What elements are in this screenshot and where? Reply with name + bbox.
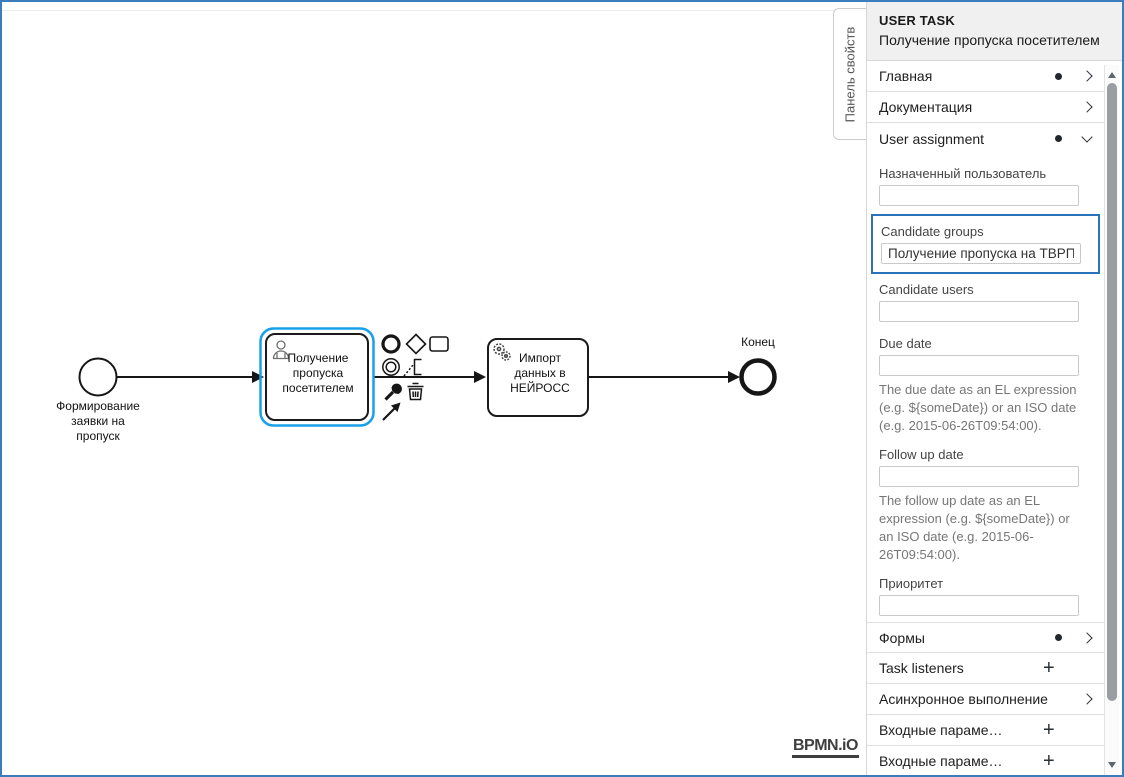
follow-up-date-input[interactable]	[879, 466, 1079, 487]
append-gateway-icon[interactable]	[405, 333, 427, 355]
group-input-parameters-1[interactable]: Входные параме… +	[867, 715, 1104, 746]
group-user-assignment-label: User assignment	[879, 130, 985, 147]
selection-outline	[259, 327, 375, 427]
svg-text:Получение: Получение	[288, 351, 349, 365]
svg-text:посетителем: посетителем	[282, 381, 353, 395]
filled-dot-icon	[1055, 634, 1062, 641]
append-text-annotation-icon[interactable]	[403, 358, 422, 377]
candidate-groups-input[interactable]	[881, 243, 1081, 264]
panel-scrollbar[interactable]	[1104, 65, 1119, 775]
candidate-users-label: Candidate users	[879, 282, 974, 297]
sequence-flow-3[interactable]	[588, 371, 740, 383]
group-async[interactable]: Асинхронное выполнение	[867, 684, 1104, 715]
group-documentation[interactable]: Документация	[867, 92, 1104, 123]
properties-panel: USER TASK Получение пропуска посетителем…	[866, 2, 1122, 775]
candidate-groups-highlight: Candidate groups	[871, 214, 1100, 274]
sequence-flow-2[interactable]	[373, 371, 486, 383]
priority-label: Приоритет	[879, 576, 944, 591]
service-task-icon	[493, 343, 511, 361]
svg-text:Импорт: Импорт	[519, 351, 561, 365]
due-date-input[interactable]	[879, 355, 1079, 376]
user-task-label: Получение пропуска посетителем	[282, 351, 353, 395]
filled-dot-icon	[1055, 72, 1062, 80]
user-task[interactable]: Получение пропуска посетителем	[259, 327, 375, 427]
bpmnio-logo[interactable]: BPMN.iO	[792, 737, 859, 758]
start-event-label: Формирование заявки на пропуск	[56, 399, 140, 443]
element-type-label: USER TASK	[879, 13, 955, 28]
group-async-label: Асинхронное выполнение	[879, 691, 1048, 707]
assignee-label: Назначенный пользователь	[879, 166, 1047, 181]
scroll-up-icon[interactable]	[1108, 72, 1116, 78]
append-intermediate-event-icon[interactable]	[382, 358, 400, 376]
panel-header: USER TASK Получение пропуска посетителем	[867, 2, 1122, 61]
group-task-listeners-label: Task listeners	[879, 660, 964, 676]
svg-text:данных в: данных в	[514, 366, 565, 380]
connect-arrow-icon[interactable]	[382, 402, 401, 421]
svg-text:пропуск: пропуск	[76, 429, 120, 443]
end-event[interactable]	[739, 358, 777, 396]
group-input-parameters-1-label: Входные параме…	[879, 722, 1003, 738]
trash-icon[interactable]	[407, 382, 424, 401]
group-forms-label: Формы	[879, 629, 925, 646]
panel-body: Главная Документация User assignment Наз…	[867, 61, 1104, 775]
append-end-event-icon[interactable]	[381, 334, 401, 354]
chevron-right-icon	[1081, 631, 1093, 644]
bpmn-canvas[interactable]: Формирование заявки на пропуск Получение…	[2, 2, 866, 775]
add-icon[interactable]: +	[1043, 750, 1055, 772]
properties-panel-tab-label: Панель свойств	[842, 26, 858, 122]
due-date-description: The due date as an EL expression (e.g. $…	[879, 382, 1077, 433]
follow-up-date-description: The follow up date as an EL expression (…	[879, 493, 1070, 562]
context-pad	[381, 333, 449, 421]
due-date-label: Due date	[879, 336, 932, 351]
candidate-groups-label: Candidate groups	[881, 224, 984, 239]
start-event[interactable]	[78, 357, 118, 397]
group-user-assignment[interactable]: User assignment	[867, 123, 1104, 154]
chevron-down-icon	[1081, 131, 1093, 143]
svg-text:Формирование: Формирование	[56, 399, 140, 413]
bpmn-diagram: Формирование заявки на пропуск Получение…	[56, 327, 777, 443]
group-input-parameters-2[interactable]: Входные параме… +	[867, 746, 1104, 775]
group-documentation-label: Документация	[879, 99, 973, 115]
group-task-listeners[interactable]: Task listeners +	[867, 653, 1104, 684]
group-main-label: Главная	[879, 68, 933, 84]
filled-dot-icon	[1055, 135, 1062, 142]
scrollbar-thumb[interactable]	[1107, 83, 1117, 701]
svg-text:НЕЙРОСС: НЕЙРОСС	[510, 380, 570, 395]
add-icon[interactable]: +	[1043, 719, 1055, 741]
element-name: Получение пропуска посетителем	[879, 32, 1100, 48]
properties-panel-tab[interactable]: Панель свойств	[833, 8, 866, 140]
group-forms[interactable]: Формы	[867, 622, 1104, 653]
service-task[interactable]: Импорт данных в НЕЙРОСС	[487, 338, 589, 417]
group-main[interactable]: Главная	[867, 61, 1104, 92]
candidate-users-input[interactable]	[879, 301, 1079, 322]
chevron-right-icon	[1081, 693, 1093, 705]
arrowhead-icon	[252, 371, 264, 383]
end-event-label: Конец	[741, 335, 775, 349]
user-task-icon	[272, 340, 290, 360]
append-task-icon[interactable]	[429, 336, 449, 352]
chevron-right-icon	[1081, 101, 1093, 113]
service-task-label: Импорт данных в НЕЙРОСС	[510, 351, 570, 395]
follow-up-date-label: Follow up date	[879, 447, 964, 462]
priority-input[interactable]	[879, 595, 1079, 616]
scroll-down-icon[interactable]	[1108, 762, 1116, 768]
add-icon[interactable]: +	[1043, 657, 1055, 679]
group-input-parameters-2-label: Входные параме…	[879, 753, 1003, 769]
arrowhead-icon	[728, 371, 740, 383]
canvas-top-divider	[2, 10, 866, 11]
arrowhead-icon	[474, 371, 486, 383]
wrench-icon[interactable]	[384, 383, 402, 401]
svg-text:заявки на: заявки на	[71, 414, 125, 428]
sequence-flow-1[interactable]	[117, 371, 264, 383]
user-assignment-fields: Назначенный пользователь Candidate group…	[867, 154, 1104, 622]
assignee-input[interactable]	[879, 185, 1079, 206]
svg-text:пропуска: пропуска	[293, 366, 344, 380]
chevron-right-icon	[1081, 70, 1093, 82]
